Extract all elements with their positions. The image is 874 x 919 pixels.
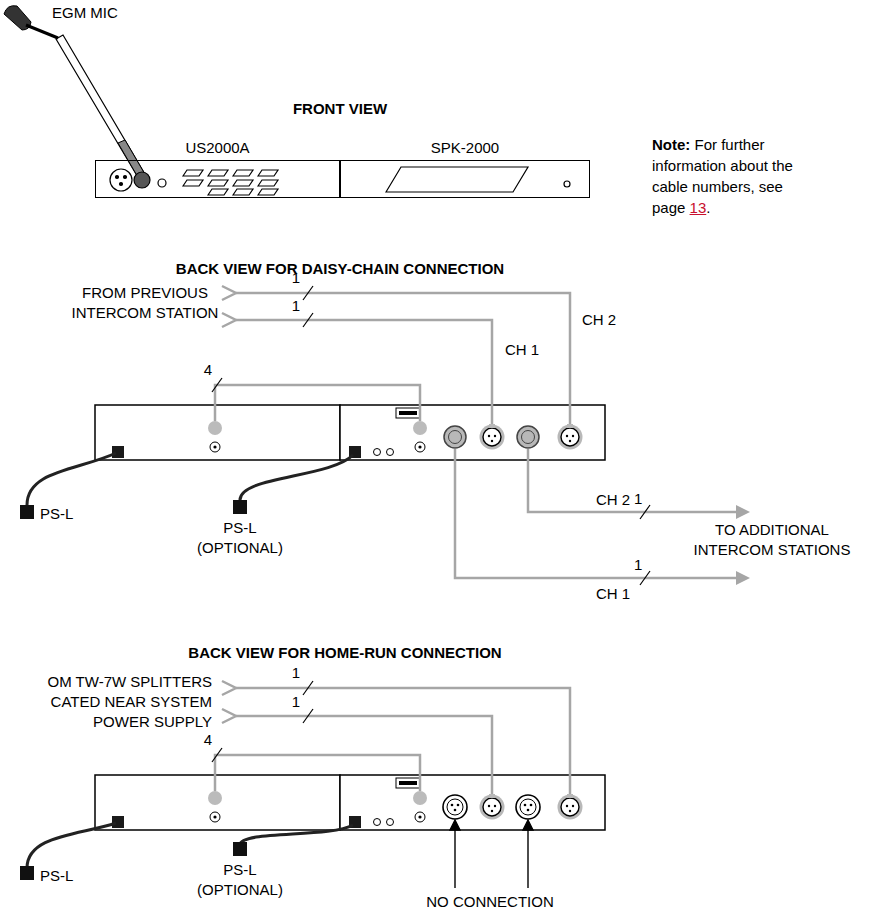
front-panel-detail [124, 176, 127, 179]
note-text: . [706, 199, 710, 216]
front-panel-detail [110, 169, 132, 191]
intercom-cable [222, 286, 236, 300]
cable-number: 1 [292, 268, 300, 288]
intercom-cable [236, 293, 570, 424]
home-run-back-panel [95, 775, 340, 830]
panel-box: US2000A [95, 160, 340, 198]
destination-label: TO ADDITIONAL INTERCOM STATIONS [687, 520, 857, 560]
cable-number: 4 [204, 360, 212, 380]
power-supply-label: PS-L [40, 504, 73, 524]
daisy-chain-back-panel [558, 424, 583, 450]
cable-count-slash [303, 709, 313, 723]
daisy-chain-back-panel [480, 424, 505, 450]
note-block: Note:For further information about the c… [652, 134, 830, 218]
daisy-chain-back-panel [444, 426, 466, 448]
front-panel-detail [158, 179, 166, 187]
cable-count-slash [303, 681, 313, 695]
power-supply [240, 455, 353, 500]
intercom-cable [215, 286, 738, 794]
home-run-back-panel [558, 794, 583, 820]
pointer-arrow [450, 820, 533, 888]
home-run-back-panel [95, 775, 605, 830]
home-run-back-panel [480, 794, 505, 820]
source-label: FROM PREVIOUS INTERCOM STATION [70, 283, 220, 323]
intercom-cable [236, 320, 492, 424]
channel-label: CH 2 [596, 490, 630, 510]
microphone [26, 25, 58, 38]
cable-count-slash [303, 286, 313, 300]
channel-label: CH 2 [582, 310, 616, 330]
daisy-chain-back-panel [517, 426, 539, 448]
power-supply-label: PS-L [40, 866, 73, 886]
power-supply [27, 823, 116, 868]
view-heading: BACK VIEW FOR DAISY-CHAIN CONNECTION [176, 259, 504, 279]
cable-count-slash [640, 571, 650, 585]
home-run-back-panel [516, 795, 540, 819]
cable-number: 1 [634, 489, 642, 509]
pointer-arrow [450, 820, 460, 830]
view-heading: BACK VIEW FOR HOME-RUN CONNECTION [188, 643, 501, 663]
cable-number: 1 [292, 296, 300, 316]
front-panel-detail [116, 176, 119, 179]
front-panel-detail [564, 181, 570, 187]
cable-count-slash [212, 378, 222, 392]
power-supply [20, 866, 34, 880]
cable-count-slash [212, 286, 650, 762]
note-label: Note: [652, 136, 690, 153]
intercom-cable [222, 681, 236, 695]
pointer-arrow [523, 820, 533, 830]
daisy-chain-back-panel [95, 405, 340, 460]
mic-label: EGM MIC [52, 3, 118, 23]
microphone [4, 6, 146, 179]
pointer-arrow [527, 828, 528, 888]
power-supply-label: PS-L (OPTIONAL) [190, 518, 290, 558]
power-supply-label: PS-L (OPTIONAL) [190, 860, 290, 900]
page-link: 13 [690, 199, 707, 216]
unit-name: US2000A [96, 138, 339, 158]
intercom-cable [528, 449, 738, 512]
cable-number: 1 [292, 692, 300, 712]
cable-number: 4 [204, 730, 212, 750]
intercom-cable [222, 313, 236, 327]
intercom-cable [222, 709, 236, 723]
daisy-chain-back-panel [340, 405, 605, 460]
unit-name: SPK-2000 [341, 138, 589, 158]
source-label: OM TW-7W SPLITTERS CATED NEAR SYSTEM POW… [32, 672, 212, 732]
power-supply [233, 500, 247, 514]
cable-count-slash [640, 505, 650, 519]
intercom-cable [455, 449, 738, 578]
power-supply [233, 842, 247, 856]
power-supply [20, 453, 353, 880]
panel-box: SPK-2000 [340, 160, 590, 198]
cable-number: 1 [292, 663, 300, 683]
front-panel-detail [386, 167, 528, 192]
cable-arrowhead [736, 505, 750, 519]
callout-label: NO CONNECTION [426, 892, 554, 912]
power-supply [20, 505, 34, 519]
power-supply [240, 825, 353, 845]
intercom-cable [236, 688, 570, 794]
view-heading: FRONT VIEW [293, 99, 387, 119]
home-run-back-panel [340, 775, 605, 830]
microphone [56, 35, 146, 179]
power-supply [27, 453, 116, 505]
cable-count-slash [303, 313, 313, 327]
front-panel-detail [183, 170, 278, 195]
channel-label: CH 1 [596, 584, 630, 604]
front-panel-detail [120, 183, 123, 186]
cable-number: 1 [634, 555, 642, 575]
intercom-cable [215, 385, 420, 421]
channel-label: CH 1 [505, 340, 539, 360]
pointer-arrow [454, 828, 455, 888]
intercom-cable [215, 755, 420, 791]
cable-arrowhead [736, 571, 750, 585]
home-run-back-panel [443, 795, 467, 819]
cable-count-slash [212, 748, 222, 762]
front-panel-detail [134, 172, 150, 188]
